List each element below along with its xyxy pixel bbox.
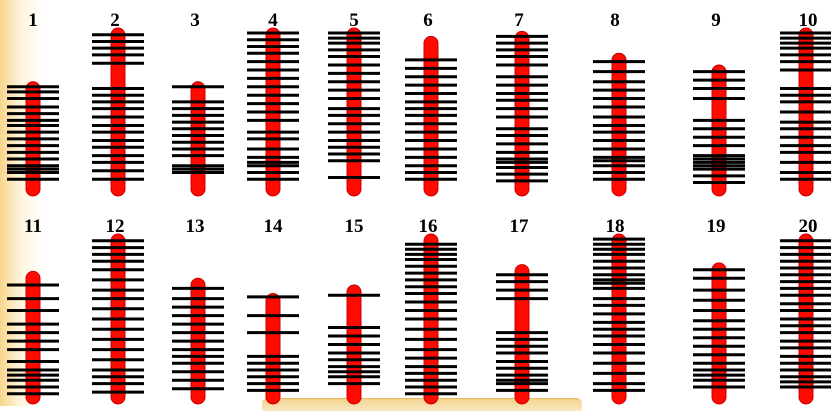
- chromosome-label: 9: [711, 10, 721, 31]
- chromosome-label: 8: [610, 10, 620, 31]
- chromosome-label: 19: [707, 216, 726, 237]
- chromosome-body: [346, 27, 362, 197]
- chromosome-6: 6: [405, 10, 457, 197]
- chromosome-body: [25, 270, 41, 405]
- chromosome-label: 11: [24, 216, 42, 237]
- chromosome-18: 18: [593, 216, 645, 405]
- chromosome-label: 13: [186, 216, 205, 237]
- chromosome-14: 14: [247, 216, 299, 405]
- chromosome-8: 8: [593, 10, 645, 197]
- chromosome-label: 20: [799, 216, 818, 237]
- chromosome-19: 19: [693, 216, 745, 405]
- chromosome-label: 15: [345, 216, 364, 237]
- chromosome-body: [514, 30, 530, 197]
- chromosome-label: 16: [419, 216, 438, 237]
- chromosome-10: 10: [780, 10, 831, 197]
- chromosome-17: 17: [496, 216, 548, 405]
- chromosome-body: [190, 81, 206, 197]
- chromosome-16: 16: [405, 216, 457, 405]
- chromosome-label: 14: [264, 216, 284, 237]
- chromosome-2: 2: [92, 10, 144, 197]
- chromosome-label: 5: [349, 10, 359, 31]
- chromosome-label: 12: [106, 216, 125, 237]
- chromosome-label: 18: [606, 216, 625, 237]
- chromosome-label: 7: [514, 10, 524, 31]
- chromosome-13: 13: [172, 216, 224, 405]
- chromosome-20: 20: [780, 216, 831, 405]
- chromosome-label: 10: [799, 10, 818, 31]
- chromosome-body: [265, 293, 281, 405]
- chromosome-label: 6: [423, 10, 433, 31]
- chromosome-7: 7: [496, 10, 548, 197]
- chromosome-label: 2: [110, 10, 120, 31]
- chromosome-15: 15: [328, 216, 380, 405]
- chromosome-body: [711, 262, 727, 405]
- chromosome-9: 9: [693, 10, 745, 197]
- chromosome-body: [611, 233, 627, 405]
- chromosome-label: 1: [28, 10, 38, 31]
- chromosome-11: 11: [7, 216, 59, 405]
- chromosome-4: 4: [247, 10, 299, 197]
- chromosome-label: 3: [190, 10, 200, 31]
- chromosome-1: 1: [7, 10, 59, 197]
- chromosome-5: 5: [328, 10, 380, 197]
- chromosome-label: 4: [268, 10, 278, 31]
- chromosome-label: 17: [510, 216, 530, 237]
- chromosome-body: [110, 27, 126, 197]
- chromosome-12: 12: [92, 216, 144, 405]
- chromosome-3: 3: [172, 10, 224, 197]
